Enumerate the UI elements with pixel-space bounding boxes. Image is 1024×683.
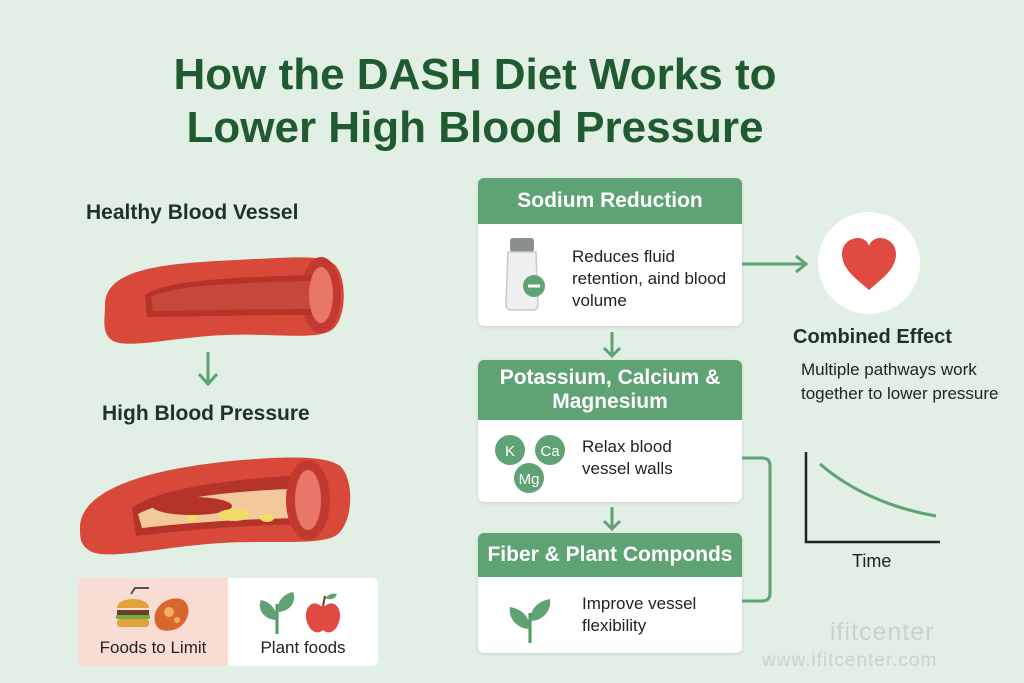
down-arrow-icon (602, 507, 622, 532)
right-arrow-icon (742, 254, 809, 274)
food-categories-panel: Foods to Limit Plant foods (78, 578, 378, 666)
fiber-text: Improve vessel flexibility (582, 594, 697, 635)
title-line-1: How the DASH Diet Works to (173, 50, 777, 99)
foods-to-limit-tile: Foods to Limit (78, 578, 228, 666)
heart-icon (818, 212, 920, 314)
narrowed-vessel-illustration (80, 457, 351, 555)
mineral-mg-label: Mg (519, 471, 540, 488)
plant-foods-tile: Plant foods (228, 578, 378, 666)
pressure-over-time-graph (804, 452, 940, 544)
bracket-connector (742, 456, 772, 603)
mineral-k-label: K (505, 443, 515, 460)
minerals-card: Potassium, Calcium & Magnesium K Ca Mg R… (478, 360, 742, 502)
healthy-vessel-label: Healthy Blood Vessel (86, 201, 299, 224)
plant-foods-label: Plant foods (260, 638, 346, 657)
fiber-card: Fiber & Plant Componds Improve vessel fl… (478, 533, 742, 653)
sodium-reduction-title: Sodium Reduction (478, 178, 742, 224)
healthy-vessel-illustration (104, 257, 344, 344)
high-pressure-label: High Blood Pressure (102, 402, 310, 425)
plant-and-apple-icon (259, 592, 341, 634)
minerals-title: Potassium, Calcium & Magnesium (478, 360, 742, 420)
minerals-icon: K Ca Mg (495, 435, 565, 493)
salt-shaker-icon (505, 238, 545, 311)
watermark-url: www.ifitcenter.com (762, 650, 938, 671)
graph-axis-label: Time (852, 551, 892, 571)
down-arrow-icon (197, 352, 219, 387)
title-line-2: Lower High Blood Pressure (186, 103, 764, 152)
page-title: How the DASH Diet Works to Lower High Bl… (95, 48, 855, 154)
watermark-brand: ifitcenter (830, 618, 935, 646)
down-arrow-icon (602, 332, 622, 359)
combined-effect-description: Multiple pathways work together to lower… (801, 360, 999, 403)
minerals-text: Relax blood vessel walls (582, 437, 673, 478)
sodium-reduction-card: Sodium Reduction Reduces fluid retention… (478, 178, 742, 326)
sodium-reduction-text: Reduces fluid retention, aind blood volu… (572, 247, 727, 310)
sprout-icon (509, 599, 551, 643)
mineral-ca-label: Ca (540, 443, 560, 460)
fiber-title: Fiber & Plant Componds (478, 533, 742, 577)
combined-effect-title: Combined Effect (793, 326, 952, 348)
burger-and-meat-icon (116, 587, 189, 631)
foods-to-limit-label: Foods to Limit (99, 638, 207, 657)
